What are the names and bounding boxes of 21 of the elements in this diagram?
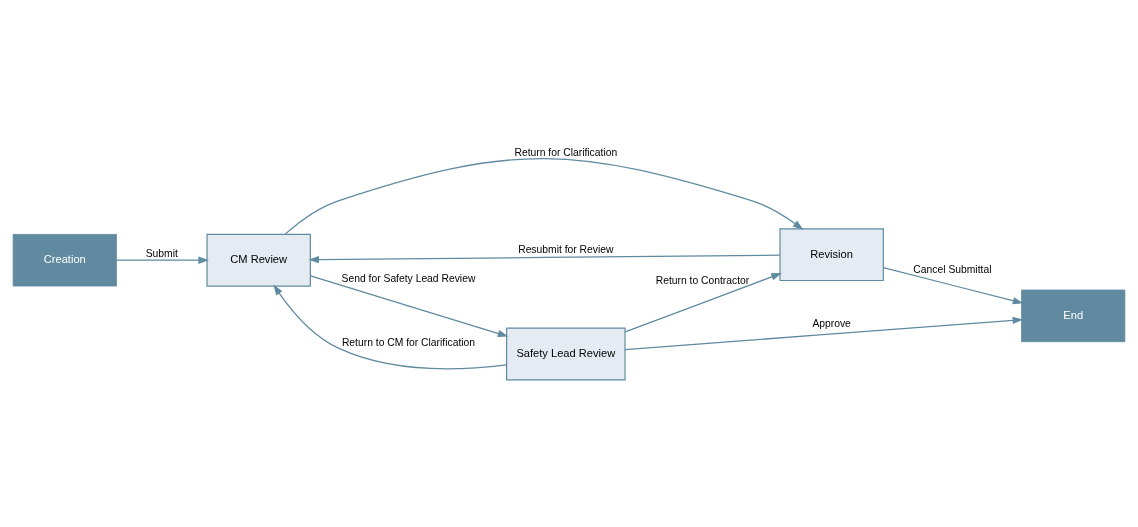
node-box: CM Review	[206, 233, 311, 287]
node-box: End	[1021, 289, 1126, 342]
edge-label: Return to Contractor	[655, 274, 750, 286]
node-box: Safety Lead Review	[506, 327, 626, 380]
arrow	[882, 266, 1024, 304]
edge-label: Approve	[812, 317, 851, 329]
arrow	[308, 254, 781, 263]
edge-label: Submit	[145, 247, 178, 259]
arrow	[624, 316, 1024, 350]
node-box: Creation	[12, 233, 117, 286]
edge-label: Return for Clarification	[514, 146, 618, 158]
edge-label: Return to CM for Clarification	[341, 336, 476, 348]
edge-label: Send for Safety Lead Review	[341, 272, 476, 284]
arrow	[116, 256, 209, 264]
arrow	[624, 272, 782, 333]
arrow	[273, 284, 508, 369]
edge-label: Resubmit for Review	[518, 243, 614, 255]
node-box: Revision	[779, 227, 884, 281]
arrow	[310, 274, 509, 337]
edge-label: Cancel Submittal	[913, 263, 992, 275]
arrow	[284, 157, 804, 235]
